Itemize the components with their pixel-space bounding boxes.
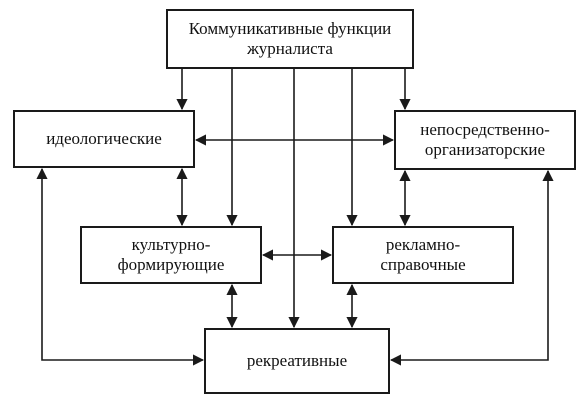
box-recreational: рекреативные (204, 328, 390, 394)
advertising-line2: справочные (380, 255, 466, 274)
arrow-organizational-recreational (389, 169, 554, 366)
ideological-label: идеологические (46, 129, 162, 148)
box-cultural: культурно- формирующие (80, 226, 262, 284)
organizational-line1: непосредственно- (420, 120, 550, 139)
root-title-line2: журналиста (247, 39, 333, 58)
organizational-line2: организаторские (424, 140, 546, 159)
cultural-line2: формирующие (117, 255, 225, 274)
box-ideological: идеологические (13, 110, 195, 168)
box-communicative-functions: Коммуникативные функции журналиста (166, 9, 414, 69)
box-advertising: рекламно- справочные (332, 226, 514, 284)
arrow-ideological-recreational (36, 167, 205, 366)
box-organizational: непосредственно- организаторские (394, 110, 576, 170)
advertising-line1: рекламно- (385, 235, 461, 254)
recreational-label: рекреативные (246, 351, 348, 370)
root-title-line1: Коммуникативные функции (188, 19, 392, 38)
cultural-line1: культурно- (131, 235, 211, 254)
